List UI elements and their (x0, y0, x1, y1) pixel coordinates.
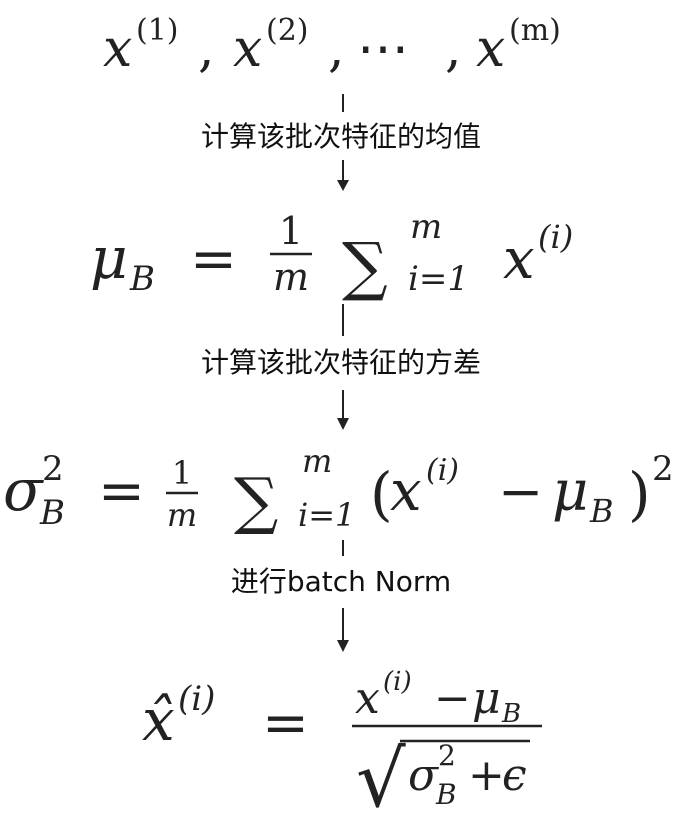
numerator-x-superscript: (i) (383, 667, 412, 697)
comma-1: , (198, 19, 215, 79)
numerator-x: x (355, 673, 380, 724)
x-symbol: x (390, 459, 422, 524)
mu-subscript: B (589, 492, 614, 530)
denominator-plus: + (468, 750, 505, 801)
sqrt-sign: √ (356, 735, 406, 825)
label-variance: 计算该批次特征的方差 (201, 346, 481, 379)
equals-sign: = (98, 459, 145, 524)
sum-lower-limit: i=1 (298, 496, 355, 534)
left-paren: ( (370, 460, 393, 528)
sum-upper-limit: m (410, 207, 442, 247)
label-mean: 计算该批次特征的均值 (201, 120, 481, 153)
arrow-1-head (337, 180, 349, 191)
outer-superscript: 2 (652, 449, 674, 489)
right-paren: ) (628, 460, 651, 528)
fraction-denominator: m (273, 255, 309, 299)
xm-symbol: x (476, 19, 505, 79)
equals-sign: = (262, 691, 309, 756)
mu-symbol: μ (552, 459, 588, 524)
normalization-formula: x̂ (i) = x (i) − μ B √ σ 2 B + ϵ (142, 667, 542, 825)
x1-superscript: (1) (136, 13, 179, 48)
fraction-denominator: m (167, 496, 197, 534)
sigma-superscript: 2 (42, 449, 64, 489)
x-superscript: (i) (538, 218, 573, 256)
x-superscript: (i) (426, 453, 459, 488)
fraction-numerator: 1 (279, 209, 303, 253)
summation-symbol: ∑ (234, 464, 278, 537)
minus-sign: − (498, 460, 543, 523)
numerator-mu: μ (472, 673, 501, 724)
x2-symbol: x (233, 19, 262, 79)
comma-2: , (328, 19, 345, 79)
denominator-epsilon: ϵ (502, 750, 527, 801)
sum-lower-limit: i=1 (408, 259, 469, 299)
sum-upper-limit: m (302, 442, 332, 480)
mu-symbol: μ (90, 224, 128, 292)
xm-superscript: (m) (509, 13, 561, 48)
arrow-3-head (337, 640, 349, 652)
input-sequence-formula: x (1) , x (2) , ⋯ , x (m) (103, 13, 561, 79)
ellipsis: ⋯ (357, 19, 409, 79)
x2-superscript: (2) (266, 13, 309, 48)
numerator-mu-subscript: B (501, 699, 521, 729)
sigma-subscript: B (39, 493, 65, 533)
xhat-superscript: (i) (178, 679, 215, 719)
variance-formula: σ 2 B = 1 m ∑ m i=1 ( x (i) − μ B ) 2 (3, 442, 674, 537)
summation-symbol: ∑ (342, 230, 388, 304)
denominator-sigma-subscript: B (435, 778, 457, 811)
numerator-minus: − (434, 673, 471, 724)
fraction-numerator: 1 (172, 454, 192, 492)
x1-symbol: x (103, 19, 132, 79)
equals-sign: = (190, 227, 237, 292)
x-symbol: x (503, 227, 535, 292)
mean-formula: μ B = 1 m ∑ m i=1 x (i) (90, 207, 573, 304)
denominator-sigma: σ (408, 750, 440, 801)
xhat-symbol: x̂ (142, 686, 175, 754)
comma-3: , (445, 19, 462, 79)
arrow-2-head (337, 418, 349, 430)
sigma-symbol: σ (3, 456, 44, 524)
denominator-sigma-superscript: 2 (438, 739, 456, 772)
label-normalize: 进行batch Norm (231, 565, 451, 598)
mu-subscript: B (129, 259, 155, 299)
